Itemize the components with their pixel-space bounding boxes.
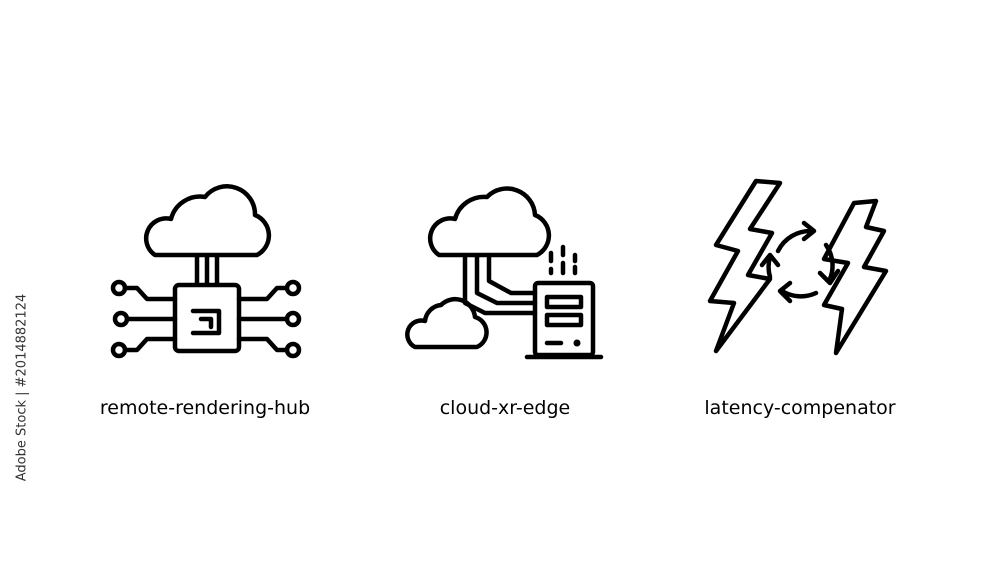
cloud-xr-edge-icon	[405, 175, 605, 365]
remote-rendering-hub-label: remote-rendering-hub	[99, 397, 311, 419]
stock-watermark: Adobe Stock | #2014882124	[14, 293, 30, 482]
latency-compenator-icon	[700, 175, 900, 365]
latency-compenator-label: latency-compenator	[704, 397, 896, 419]
remote-rendering-hub-icon	[105, 175, 305, 365]
cloud-xr-edge-label: cloud-xr-edge	[439, 397, 571, 419]
